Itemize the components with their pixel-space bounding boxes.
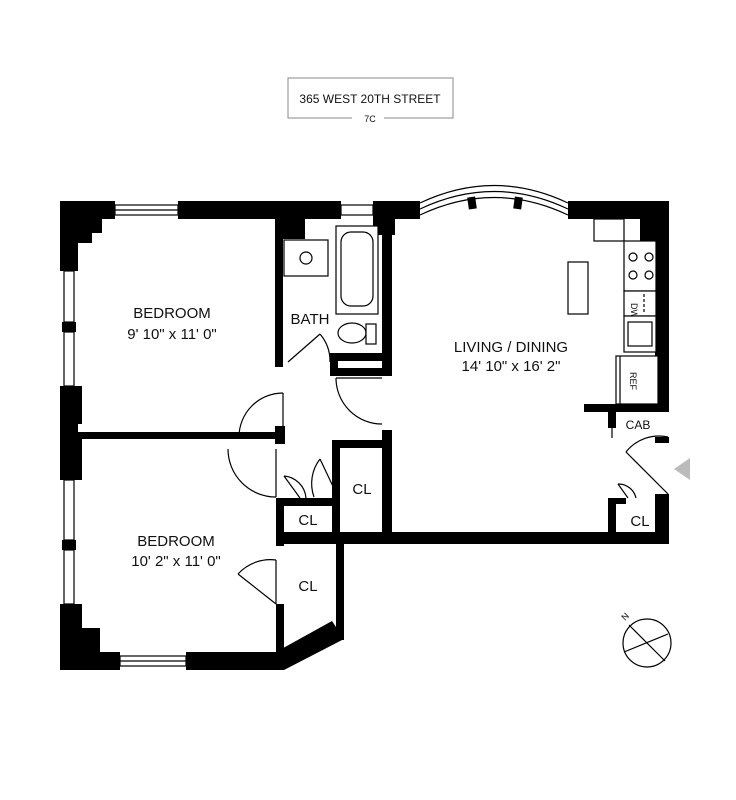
compass-icon: N — [619, 611, 672, 668]
bath-name: BATH — [291, 311, 330, 328]
closet-center-right-label: CL — [352, 481, 371, 498]
closet-entry-label: CL — [630, 513, 649, 530]
bedroom2-name: BEDROOM — [137, 533, 215, 550]
kitchen-fixtures: DW REF — [567, 218, 659, 405]
closet-bedroom2-label: CL — [298, 578, 317, 595]
living-name: LIVING / DINING — [454, 339, 568, 356]
bedroom2-dimensions: 10' 2" x 11' 0" — [131, 553, 221, 570]
address-text: 365 WEST 20TH STREET — [299, 92, 441, 106]
kitchen-island — [567, 261, 589, 315]
doors — [227, 333, 669, 605]
sink-icon — [299, 251, 313, 265]
bath-fixtures — [283, 225, 379, 345]
interior-walls — [78, 219, 669, 660]
bedroom1-name: BEDROOM — [133, 305, 211, 322]
dishwasher-label: DW — [629, 303, 639, 318]
entry-arrow-icon — [674, 458, 690, 480]
header-box: 365 WEST 20TH STREET 7C — [287, 77, 454, 124]
cab-label: CAB — [626, 418, 651, 432]
room-labels: BEDROOM 9' 10" x 11' 0" BEDROOM 10' 2" x… — [127, 305, 650, 595]
toilet-icon — [337, 322, 367, 344]
exterior-walls — [60, 201, 669, 670]
refrigerator-label: REF — [628, 372, 638, 391]
windows — [63, 185, 569, 667]
compass-north-label: N — [619, 611, 631, 623]
living-dimensions: 14' 10" x 16' 2" — [462, 358, 561, 375]
closet-center-left-label: CL — [298, 512, 317, 529]
unit-text: 7C — [364, 114, 376, 124]
bedroom1-dimensions: 9' 10" x 11' 0" — [127, 326, 217, 343]
